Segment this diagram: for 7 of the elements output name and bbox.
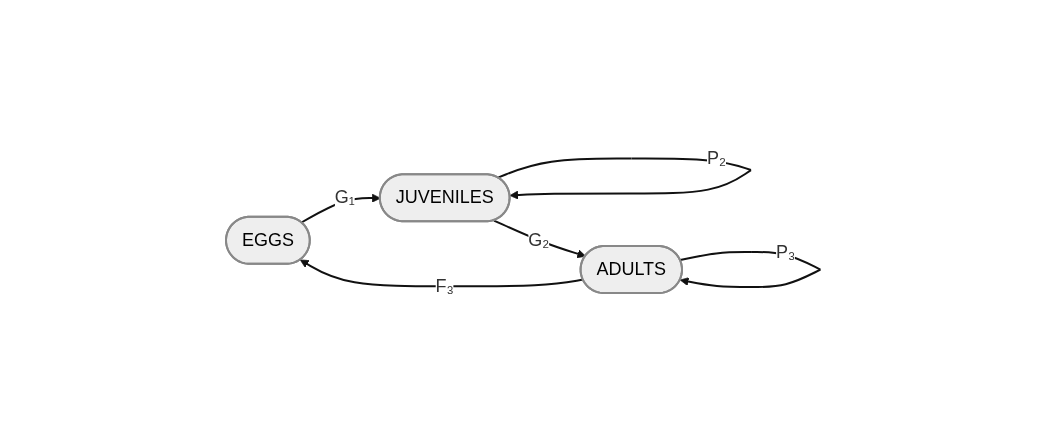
edge-label: G₁ <box>334 186 355 207</box>
edge-label: G₂ <box>528 229 550 250</box>
edge-label: F₃ <box>435 275 454 296</box>
arrow <box>492 219 586 258</box>
edge-label: P₂ <box>706 147 726 168</box>
arrow <box>299 259 584 287</box>
edge-label: P₃ <box>775 241 796 262</box>
